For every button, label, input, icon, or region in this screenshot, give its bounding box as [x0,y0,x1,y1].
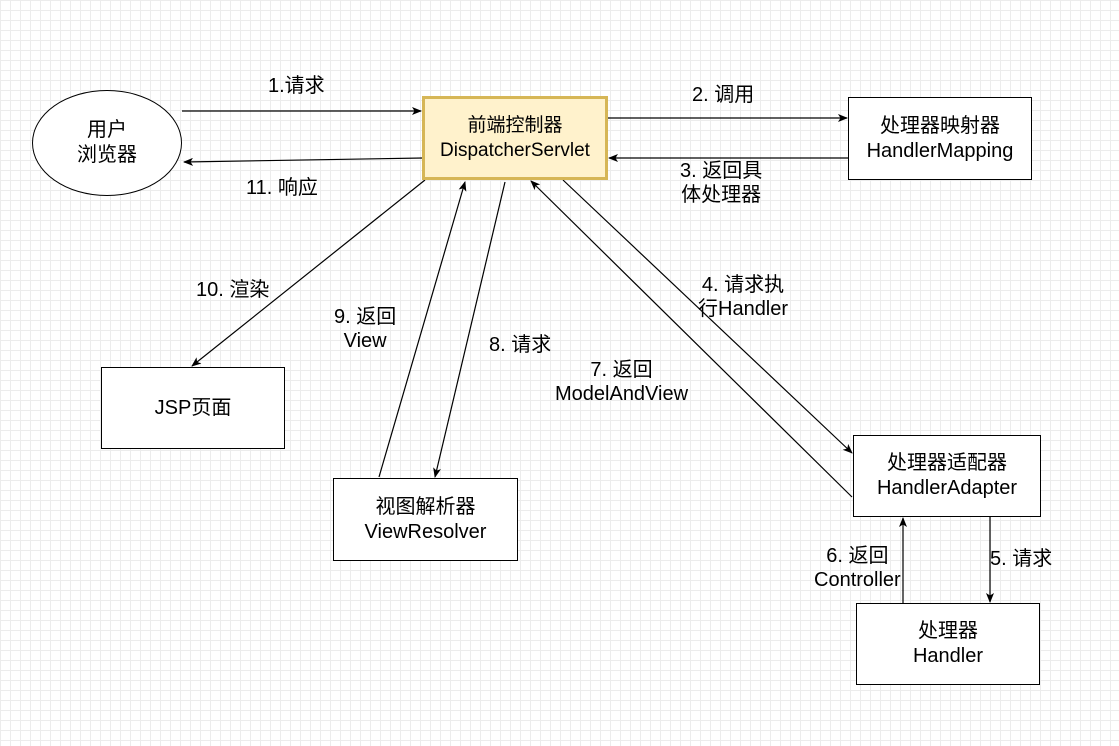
edge-label-4-line2: 行Handler [698,298,789,320]
edge-label-11-text: 11. 响应 [246,177,318,199]
dispatcher-servlet-node: 前端控制器 DispatcherServlet [422,96,608,180]
view-resolver-label-1: 视图解析器 [375,495,476,518]
handler-adapter-label-2: HandlerAdapter [876,477,1018,499]
edge-label-10-text: 10. 渲染 [196,279,270,301]
edge-label-10: 10. 渲染 [196,278,269,302]
edge-label-5: 5. 请求 [990,547,1052,571]
arrow-4-execute-handler [562,179,853,454]
edge-label-8-text: 8. 请求 [489,334,552,356]
arrow-10-render [191,179,426,367]
handler-mapping-label-1: 处理器映射器 [880,114,1000,137]
edge-label-11: 11. 响应 [246,176,318,200]
edge-label-9-line1: 9. 返回 [334,306,397,328]
arrow-11-response [183,157,424,166]
edge-label-7-line2: ModelAndView [555,383,689,405]
arrow-9-return-view [378,181,467,478]
arrow-7-return-modelandview [530,180,853,498]
edge-label-7-line1: 7. 返回 [590,359,653,381]
handler-mapping-label-2: HandlerMapping [866,139,1014,162]
edge-label-4: 4. 请求执 行Handler [698,273,788,321]
view-resolver-label-2: ViewResolver [364,520,487,543]
edge-label-9: 9. 返回 View [334,305,396,353]
dispatcher-label-2: DispatcherServlet [440,140,590,161]
edge-label-9-line2: View [343,330,387,352]
edge-label-8: 8. 请求 [489,333,551,357]
user-browser-node: 用户 浏览器 [32,90,182,196]
edge-label-6-line2: Controller [814,569,901,591]
edge-label-3-line1: 3. 返回具 [680,160,763,182]
handler-label-2: Handler [912,645,984,667]
user-browser-label-1: 用户 [87,119,127,141]
edge-label-7: 7. 返回 ModelAndView [555,358,688,406]
jsp-page-label: JSP页面 [154,396,232,419]
edge-label-2-text: 2. 调用 [692,84,755,106]
view-resolver-node: 视图解析器 ViewResolver [333,478,518,561]
handler-adapter-label-1: 处理器适配器 [887,452,1007,474]
handler-adapter-node: 处理器适配器 HandlerAdapter [853,435,1041,517]
edge-label-4-line1: 4. 请求执 [701,274,785,296]
edge-label-3: 3. 返回具 体处理器 [680,159,762,207]
arrow-8-request [433,181,506,478]
user-browser-label-2: 浏览器 [77,144,137,166]
edge-label-3-line2: 体处理器 [681,184,762,206]
edge-label-6: 6. 返回 Controller [814,544,901,592]
edge-label-6-line1: 6. 返回 [826,545,889,567]
edge-label-2: 2. 调用 [692,83,754,107]
dispatcher-label-1: 前端控制器 [467,115,563,136]
handler-node: 处理器 Handler [856,603,1040,685]
edge-label-1: 1.请求 [268,74,325,98]
handler-label-1: 处理器 [918,620,978,642]
edge-label-5-text: 5. 请求 [990,548,1053,570]
edge-label-1-text: 1.请求 [268,75,325,97]
handler-mapping-node: 处理器映射器 HandlerMapping [848,97,1032,180]
jsp-page-node: JSP页面 [101,367,285,449]
